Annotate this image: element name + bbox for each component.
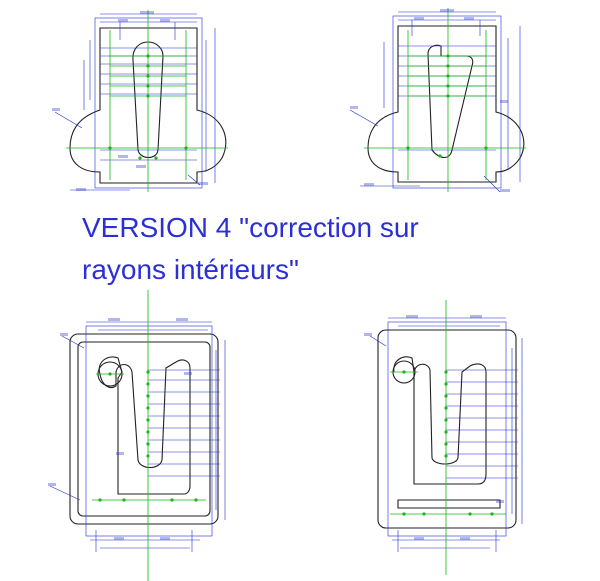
part-top-left-outline <box>69 27 227 184</box>
part-top-right-outline <box>367 25 525 183</box>
part-top-right <box>349 8 526 193</box>
part-top-left <box>52 10 228 192</box>
part-bottom-left-slot <box>98 356 191 495</box>
part-top-right-slot <box>427 44 474 159</box>
part-bottom-right-outline <box>377 329 517 529</box>
part-top-left-dim-frame <box>94 17 203 189</box>
part-bottom-left <box>48 290 226 581</box>
part-bottom-left-outline <box>69 333 219 525</box>
part-bottom-right-slot <box>393 356 501 509</box>
part-bottom-right <box>364 300 523 575</box>
caption-line-1: VERSION 4 "correction sur <box>82 212 419 243</box>
caption-line-2: rayons intérieurs" <box>82 254 299 285</box>
